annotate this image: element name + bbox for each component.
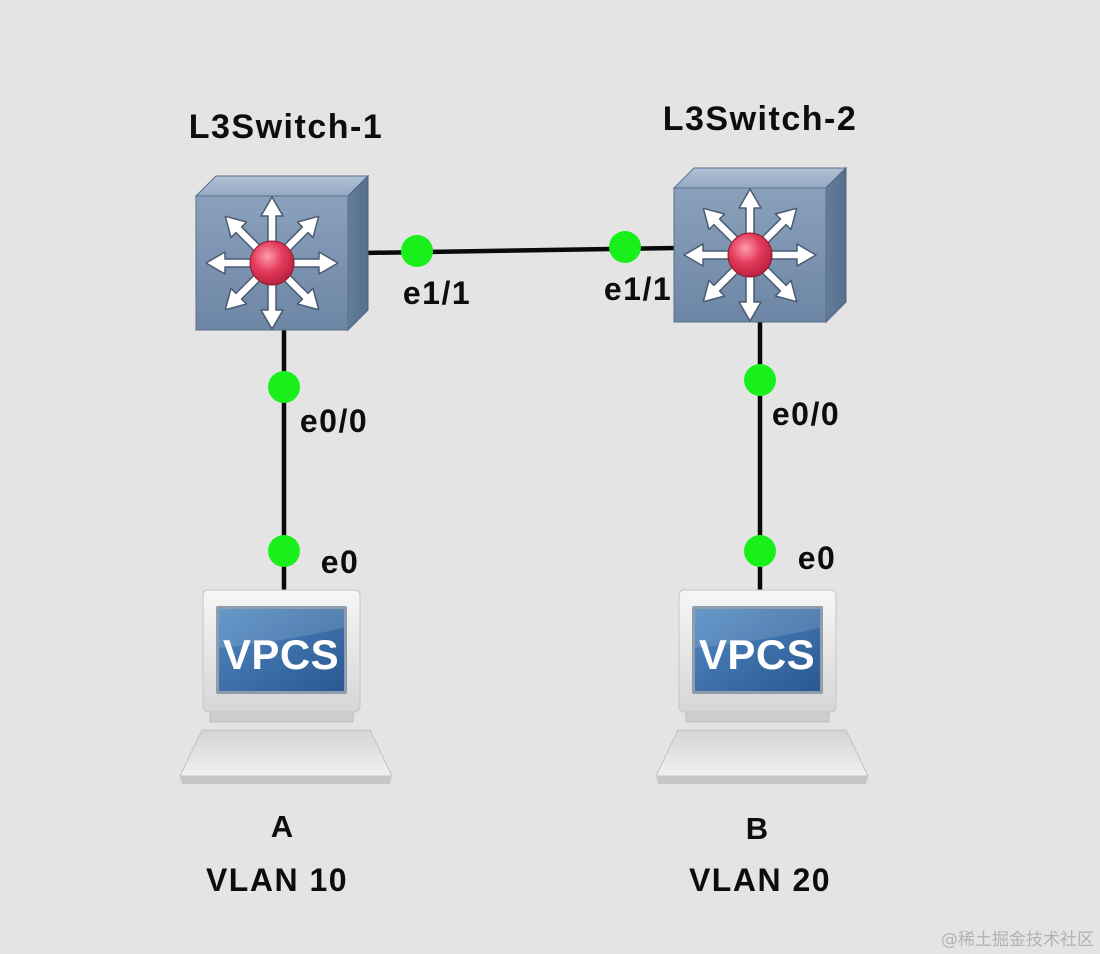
keyboard — [179, 729, 393, 777]
node-label-host-a: A — [271, 809, 293, 844]
screen-highlight — [219, 609, 344, 648]
switch-center-dot — [249, 240, 295, 286]
port-label-l3switch1-e1-1: e1/1 — [403, 275, 471, 311]
port-status-dot — [609, 231, 641, 263]
port-status-dot — [268, 535, 300, 567]
keyboard-edge — [656, 776, 868, 784]
monitor-screen — [219, 609, 344, 691]
switch-side-face — [825, 166, 847, 324]
node-host-b[interactable]: VPCS B VLAN 20 — [655, 589, 869, 898]
link-l3switch2-host-b[interactable]: e0/0 e0 — [744, 320, 840, 591]
screen-text: VPCS — [699, 631, 815, 678]
monitor-screen — [695, 609, 820, 691]
switch-top-face — [194, 175, 370, 197]
vpcs-pc-icon[interactable]: VPCS — [655, 589, 869, 784]
port-label-l3switch2-e1-1: e1/1 — [604, 271, 672, 307]
port-label-l3switch1-e0-0: e0/0 — [300, 403, 368, 439]
node-l3switch-1[interactable]: L3Switch-1 — [189, 108, 383, 332]
link-l3switch1-host-a[interactable]: e0/0 e0 — [268, 328, 368, 591]
port-label-l3switch2-e0-0: e0/0 — [772, 396, 840, 432]
port-status-dot — [744, 364, 776, 396]
port-label-host-b-e0: e0 — [798, 540, 837, 576]
vpcs-pc-icon[interactable]: VPCS — [179, 589, 393, 784]
node-host-a[interactable]: VPCS A VLAN 10 — [179, 589, 393, 898]
port-status-dot — [268, 371, 300, 403]
switch-top-face — [672, 167, 848, 189]
keyboard — [655, 729, 869, 777]
vlan-label-host-b: VLAN 20 — [689, 862, 831, 898]
screen-text: VPCS — [223, 631, 339, 678]
l3-switch-icon[interactable] — [194, 174, 370, 332]
node-label-l3switch-2: L3Switch-2 — [663, 100, 857, 138]
port-status-dot — [744, 535, 776, 567]
link-l3switch1-l3switch2[interactable]: e1/1 e1/1 — [361, 231, 677, 311]
screen-highlight — [695, 609, 820, 648]
switch-center-dot — [727, 232, 773, 278]
l3-switch-icon[interactable] — [672, 166, 848, 324]
keyboard-edge — [180, 776, 392, 784]
vlan-label-host-a: VLAN 10 — [206, 862, 348, 898]
port-status-dot — [401, 235, 433, 267]
node-label-host-b: B — [746, 811, 768, 846]
port-label-host-a-e0: e0 — [321, 544, 360, 580]
watermark: @稀土掘金技术社区 — [941, 930, 1094, 950]
switch-side-face — [347, 174, 369, 332]
node-l3switch-2[interactable]: L3Switch-2 — [663, 100, 857, 324]
node-label-l3switch-1: L3Switch-1 — [189, 108, 383, 146]
